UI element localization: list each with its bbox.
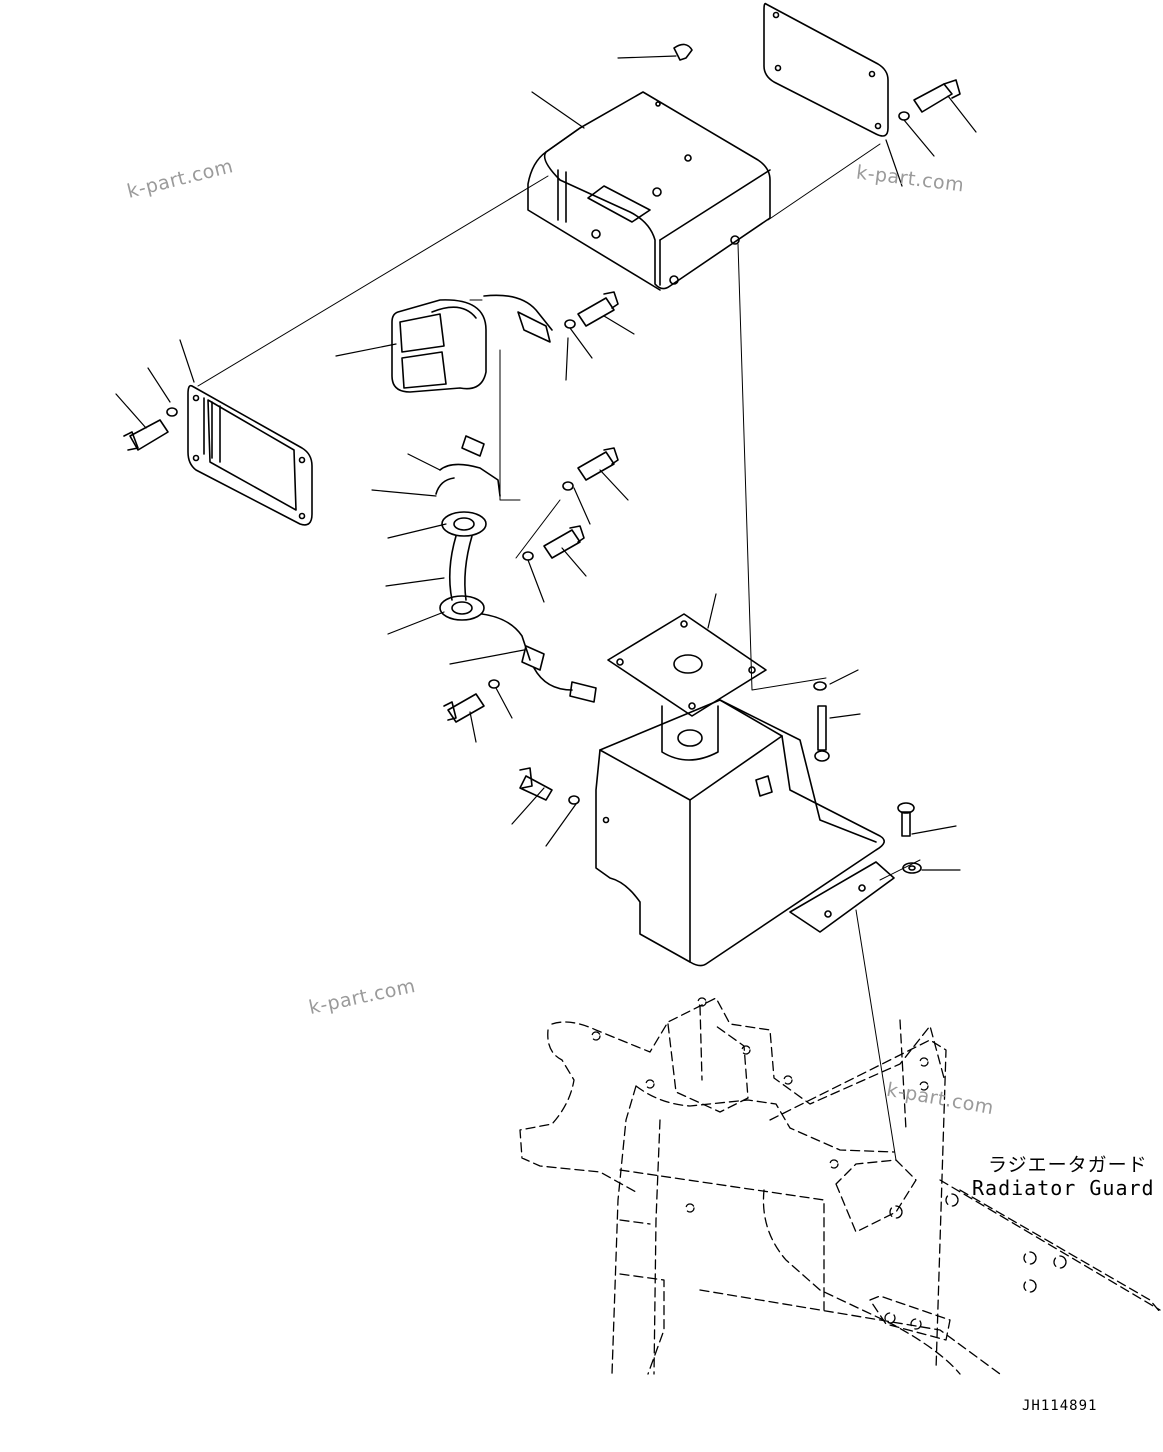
radiator-guard-label-english: Radiator Guard bbox=[972, 1176, 1155, 1200]
radiator-guard-frame bbox=[519, 997, 1161, 1375]
drawing-code: JH114891 bbox=[1022, 1398, 1098, 1414]
lens-guard-plate bbox=[187, 384, 313, 526]
radiator-guard-label-japanese: ラジエータガード bbox=[988, 1154, 1148, 1176]
leader-lines bbox=[115, 55, 977, 871]
fasteners bbox=[123, 43, 961, 874]
cover-plate bbox=[763, 2, 889, 137]
lamp-stand-bracket bbox=[595, 613, 895, 967]
wiring-harness bbox=[435, 435, 597, 703]
lamp-housing bbox=[527, 91, 771, 291]
work-lamp bbox=[391, 294, 553, 393]
assembly-lines bbox=[197, 143, 921, 1161]
